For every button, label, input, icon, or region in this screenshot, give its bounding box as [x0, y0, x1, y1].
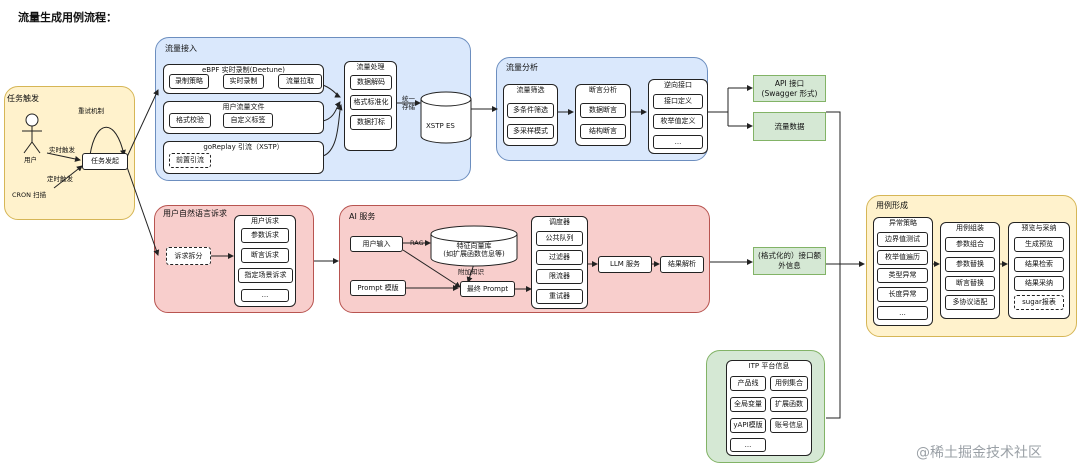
scheduler-item-0[interactable]: 公共队列 — [536, 231, 583, 246]
llm-service-node[interactable]: LLM 服务 — [598, 256, 652, 273]
preview-title: 预览与采纳 — [1021, 224, 1057, 232]
formatted-output[interactable]: (格式化的）接口额外信息 — [753, 247, 826, 275]
nl-title: 用户自然语言诉求 — [163, 209, 227, 218]
file-item-0[interactable]: 格式校验 — [169, 113, 211, 128]
ebpf-title: eBPF 实时录制(Deetune) — [202, 66, 285, 74]
proc-item-2[interactable]: 数据打标 — [350, 115, 392, 130]
analysis-title: 流量分析 — [506, 63, 538, 72]
preview-item-0[interactable]: 生成预览 — [1014, 237, 1064, 252]
abnormal-item-4[interactable]: ... — [877, 306, 928, 320]
cron-label: CRON 扫描 — [12, 191, 47, 199]
retry-label: 重试机制 — [78, 107, 104, 115]
itp-item-1[interactable]: 用例集合 — [770, 376, 808, 391]
filter-item-1[interactable]: 多采样模式 — [507, 124, 554, 139]
reverse-item-1[interactable]: 枚举值定义 — [653, 114, 703, 129]
user-figure — [22, 113, 42, 154]
vector-db-label: 特征向量库 (如扩展函数信息等) — [443, 242, 505, 258]
preview-item-1[interactable]: 结果检索 — [1014, 257, 1064, 272]
abnormal-item-0[interactable]: 边界值测试 — [877, 232, 928, 247]
prompt-template-node[interactable]: Prompt 模版 — [350, 280, 406, 296]
watermark: @稀土掘金技术社区 — [916, 445, 1042, 461]
scheduler-title: 调度器 — [549, 218, 570, 226]
scheduler-item-3[interactable]: 重试器 — [536, 289, 583, 304]
req-item-1[interactable]: 断言诉求 — [241, 248, 289, 263]
abnormal-title: 异常策略 — [889, 219, 917, 227]
assert-item-0[interactable]: 数据断言 — [580, 103, 626, 118]
reverse-title: 逆向接口 — [664, 81, 692, 89]
ingest-title: 流量接入 — [165, 44, 197, 53]
realtime-label: 实时触发 — [49, 146, 75, 154]
traffic-output[interactable]: 流量数据 — [753, 112, 826, 141]
req-item-0[interactable]: 参数诉求 — [241, 228, 289, 243]
goreplay-item-0[interactable]: 前置引流 — [169, 153, 211, 168]
itp-item-0[interactable]: 产品线 — [730, 376, 766, 391]
assert-item-1[interactable]: 结构断言 — [580, 124, 626, 139]
abnormal-item-1[interactable]: 枚举值遍历 — [877, 250, 928, 265]
abnormal-item-3[interactable]: 长度异常 — [877, 287, 928, 302]
ebpf-item-0[interactable]: 录制策略 — [169, 74, 209, 89]
assemble-item-1[interactable]: 参数替换 — [945, 257, 995, 272]
xstp-es-label: XSTP ES — [426, 122, 455, 130]
reverse-item-2[interactable]: ... — [653, 135, 703, 149]
itp-item-6[interactable]: ... — [730, 438, 766, 452]
assert-title: 断言分析 — [589, 86, 617, 94]
file-item-1[interactable]: 自定义标签 — [223, 113, 273, 128]
ebpf-item-1[interactable]: 实时录制 — [223, 74, 264, 89]
req-title: 用户诉求 — [251, 217, 279, 225]
assemble-item-2[interactable]: 断言替换 — [945, 276, 995, 291]
req-item-2[interactable]: 指定场景诉求 — [238, 268, 293, 283]
ai-title: AI 服务 — [349, 212, 376, 221]
req-item-3[interactable]: ... — [241, 289, 289, 302]
final-prompt-node[interactable]: 最终 Prompt — [460, 281, 515, 297]
scheduled-label: 定时触发 — [47, 175, 73, 183]
abnormal-item-2[interactable]: 类型异常 — [877, 268, 928, 283]
proc-title: 流量处理 — [356, 63, 385, 71]
assemble-item-0[interactable]: 参数组合 — [945, 237, 995, 252]
itp-title: ITP 平台信息 — [748, 362, 790, 370]
reverse-item-0[interactable]: 接口定义 — [653, 94, 703, 109]
proc-item-0[interactable]: 数据解码 — [350, 75, 392, 90]
user-input-node[interactable]: 用户输入 — [350, 236, 403, 252]
result-parse-node[interactable]: 结果解析 — [660, 256, 704, 273]
split-node[interactable]: 诉求拆分 — [166, 247, 211, 265]
case-title: 用例形成 — [876, 201, 908, 210]
proc-item-1[interactable]: 格式标准化 — [350, 95, 392, 110]
unify-storage-label: 统一存储 — [402, 95, 415, 111]
itp-item-3[interactable]: 扩展函数 — [770, 397, 808, 412]
task-start-node[interactable]: 任务发起 — [82, 153, 128, 170]
trigger-title: 任务触发 — [7, 94, 39, 103]
attach-knowledge-label: 附加知识 — [458, 268, 484, 276]
itp-item-5[interactable]: 账号信息 — [770, 418, 808, 433]
api-output[interactable]: API 接口 (Swagger 形式) — [753, 75, 826, 102]
filter-item-0[interactable]: 多条件筛选 — [507, 103, 554, 118]
scheduler-item-1[interactable]: 过滤器 — [536, 250, 583, 265]
file-title: 用户流量文件 — [222, 103, 265, 111]
rag-label: RAG — [410, 239, 424, 247]
preview-item-3[interactable]: sugar报表 — [1014, 295, 1064, 310]
page-title: 流量生成用例流程： — [18, 11, 117, 24]
itp-item-4[interactable]: yAPI模版 — [730, 418, 766, 433]
goreplay-title: goReplay 引流（XSTP） — [203, 143, 284, 151]
filter-title: 流量筛选 — [516, 86, 545, 94]
user-label: 用户 — [24, 156, 37, 164]
assemble-item-3[interactable]: 多协议适配 — [945, 295, 995, 310]
itp-item-2[interactable]: 全局变量 — [730, 397, 766, 412]
ebpf-item-2[interactable]: 流量拉取 — [278, 74, 322, 89]
assemble-title: 用例组装 — [956, 224, 984, 232]
preview-item-2[interactable]: 结果采纳 — [1014, 276, 1064, 291]
scheduler-item-2[interactable]: 限流器 — [536, 269, 583, 284]
